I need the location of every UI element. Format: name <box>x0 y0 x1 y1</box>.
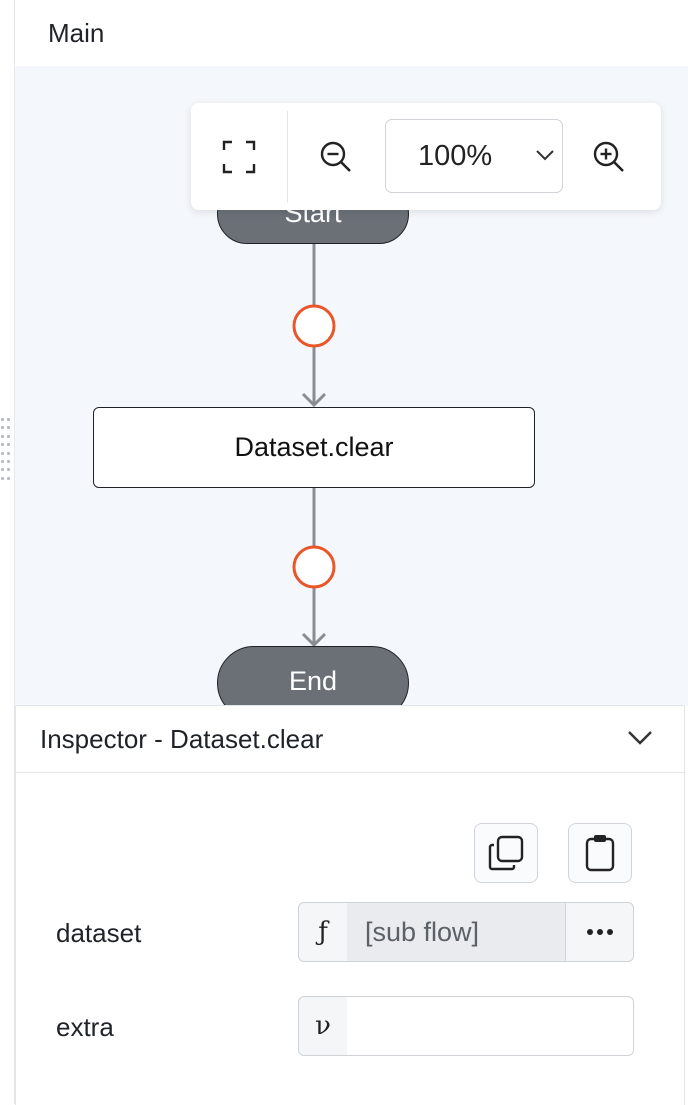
zoom-level-value: 100% <box>418 140 493 172</box>
inspector-panel: Inspector - Dataset.clear dataset ƒ [sub… <box>15 705 685 1105</box>
connector-handle-2 <box>292 545 336 589</box>
ellipsis-icon <box>586 929 613 935</box>
zoom-in-icon <box>593 141 624 172</box>
property-row-extra: ν <box>298 996 634 1056</box>
flow-connections <box>292 242 336 648</box>
property-label-dataset: dataset <box>56 918 142 948</box>
end-node[interactable]: End <box>217 646 409 706</box>
toolbar-divider <box>287 111 288 203</box>
zoom-out-button[interactable] <box>308 129 364 185</box>
resize-handle[interactable] <box>0 418 11 482</box>
inspector-header[interactable]: Inspector - Dataset.clear <box>16 706 684 773</box>
zoom-out-icon <box>320 141 351 172</box>
end-node-label: End <box>288 666 338 696</box>
copy-icon <box>488 835 524 871</box>
zoom-level-select[interactable]: 100% <box>385 119 563 193</box>
connector-handle-1 <box>292 304 336 348</box>
extra-value-field[interactable] <box>347 996 634 1056</box>
inspector-title: Inspector - Dataset.clear <box>40 724 324 754</box>
paste-button[interactable] <box>568 823 632 883</box>
clipboard-icon <box>585 835 615 872</box>
step-node-label: Dataset.clear <box>234 432 394 462</box>
panel-header: Main <box>15 0 688 66</box>
more-options-button[interactable] <box>565 902 634 962</box>
copy-button[interactable] <box>474 823 538 883</box>
zoom-in-button[interactable] <box>581 129 637 185</box>
step-node-dataset-clear[interactable]: Dataset.clear <box>93 407 535 488</box>
zoom-toolbar: 100% <box>191 103 661 210</box>
flow-canvas[interactable]: Start Dataset.clear End 100% <box>15 66 688 706</box>
left-panel-edge <box>0 0 15 1104</box>
function-type-toggle[interactable]: ƒ <box>298 902 348 962</box>
fit-view-button[interactable] <box>211 129 267 185</box>
value-type-toggle[interactable]: ν <box>298 996 348 1056</box>
panel-title: Main <box>48 18 105 48</box>
dataset-value-field[interactable]: [sub flow] <box>347 902 566 962</box>
arrow-head-1 <box>301 392 327 408</box>
chevron-down-icon <box>536 150 554 161</box>
property-row-dataset: ƒ [sub flow] <box>298 902 634 962</box>
property-label-extra: extra <box>56 1012 114 1042</box>
arrow-head-2 <box>301 632 327 648</box>
collapse-chevron-icon[interactable] <box>626 728 654 746</box>
fit-view-icon <box>222 140 256 174</box>
